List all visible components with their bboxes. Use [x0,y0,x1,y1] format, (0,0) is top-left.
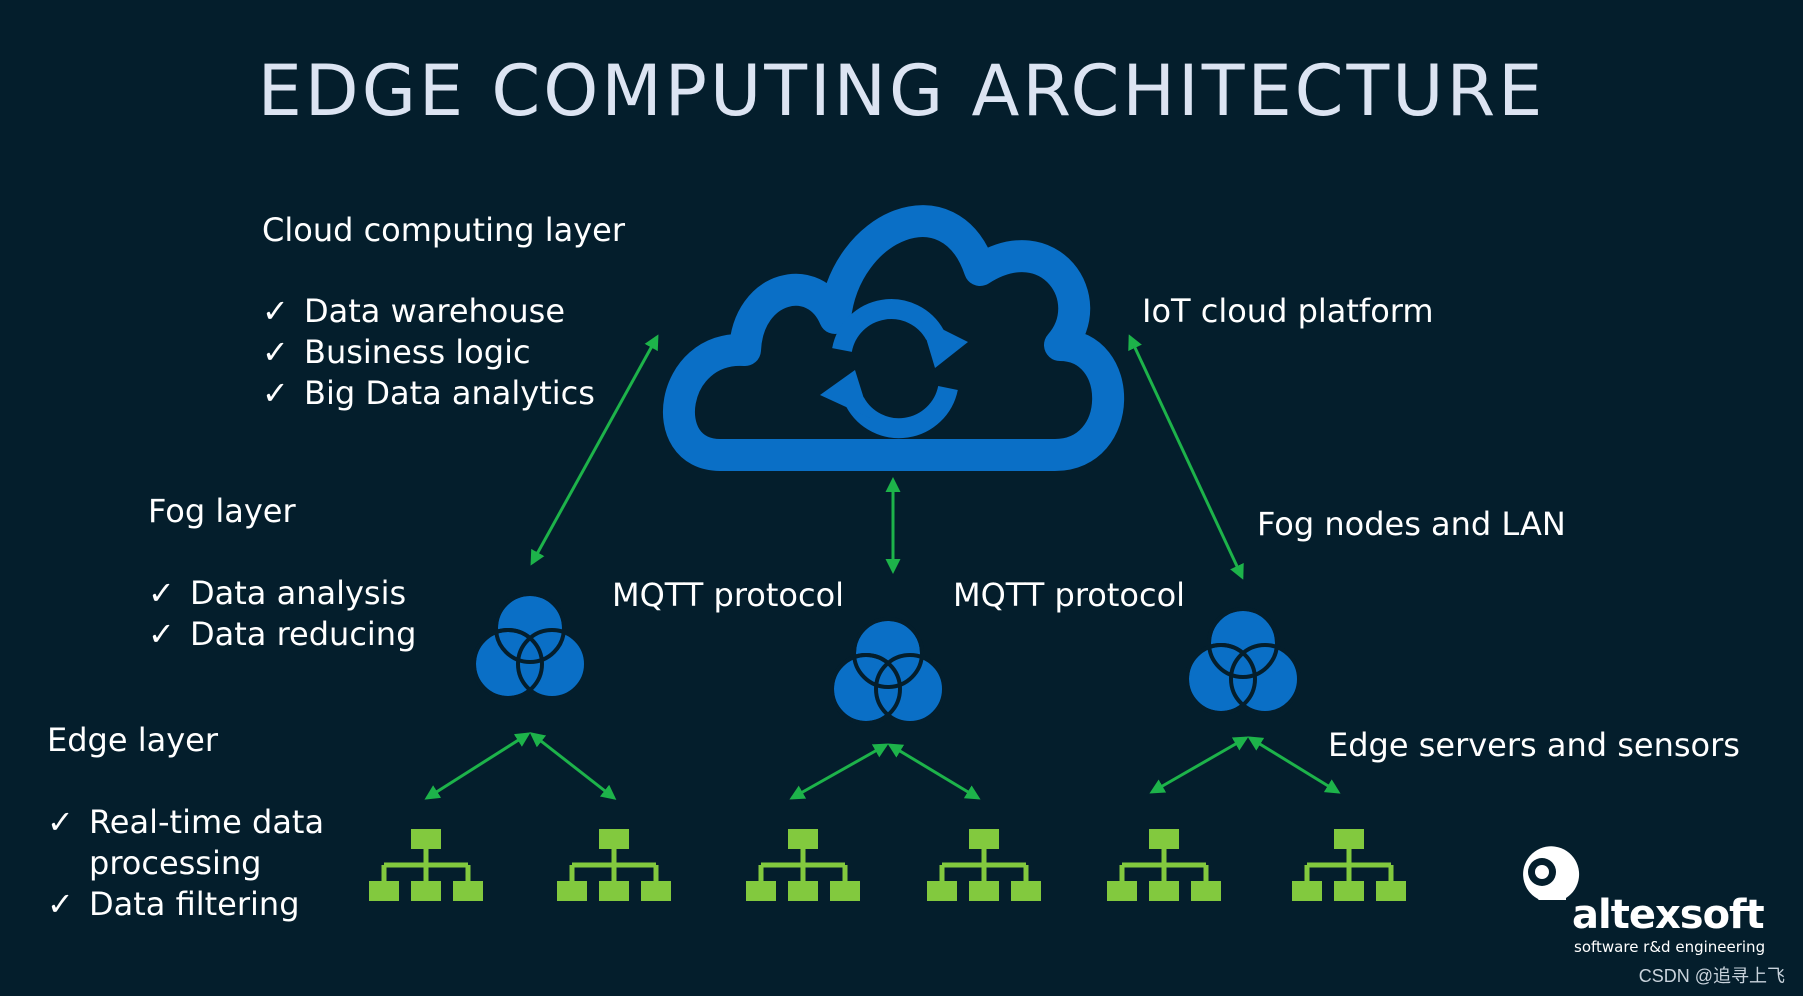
page-title: EDGE COMPUTING ARCHITECTURE [257,50,1546,132]
logo-name: altexsoft [1572,892,1765,938]
mqtt-label-right: MQTT protocol [953,576,1186,614]
check-icon: ✓ [262,292,289,330]
list-item: ✓Data warehouse [262,292,565,330]
watermark-text: CSDN @追寻上飞 [1638,966,1785,986]
list-item: ✓Real-time data processing [47,803,325,882]
check-icon: ✓ [148,574,175,612]
list-item: ✓Data reducing [148,615,417,653]
check-icon: ✓ [47,885,74,923]
check-icon: ✓ [262,333,289,371]
check-icon: ✓ [148,615,175,653]
arrow-fog-edge [887,743,981,800]
network-tree-icon [369,829,483,901]
altexsoft-logo-icon [1523,846,1580,900]
cloud-layer-heading: Cloud computing layer [262,211,625,249]
network-tree-icon [557,829,671,901]
list-item: ✓Business logic [262,333,531,371]
fog-node-icon [1185,607,1301,715]
edge-servers-label: Edge servers and sensors [1328,726,1740,764]
check-icon: ✓ [262,374,289,412]
network-tree-icon [927,829,1041,901]
arrow-fog-edge [1247,736,1341,794]
arrow-fog-edge [789,743,889,800]
fog-layer-heading: Fog layer [148,492,296,530]
edge-layer-list: ✓Real-time data processing ✓Data filteri… [47,802,337,925]
edge-layer-heading: Edge layer [47,721,218,759]
mqtt-label-left: MQTT protocol [612,576,845,614]
list-item: ✓Big Data analytics [262,374,595,412]
logo-tagline: software r&d engineering [1574,938,1766,956]
fog-layer-list: ✓Data analysis ✓Data reducing [148,573,416,655]
arrow-cloud-fog-right [1128,334,1244,580]
list-item: ✓Data analysis [148,574,407,612]
arrow-cloud-fog-left [530,334,659,566]
network-tree-icon [1292,829,1406,901]
network-tree-icon [746,829,860,901]
list-item: ✓Data filtering [47,885,300,923]
iot-platform-label: IoT cloud platform [1142,292,1434,330]
arrow-fog-edge [1149,736,1249,794]
arrow-fog-edge [529,732,617,800]
fog-nodes-label: Fog nodes and LAN [1257,505,1566,543]
fog-node-icon [472,592,588,700]
check-icon: ✓ [47,803,74,841]
cloud-sync-icon [662,205,1125,471]
arrow-fog-edge [424,732,531,800]
network-tree-icon [1107,829,1221,901]
fog-node-icon [830,617,946,725]
cloud-layer-list: ✓Data warehouse ✓Business logic ✓Big Dat… [262,291,595,414]
